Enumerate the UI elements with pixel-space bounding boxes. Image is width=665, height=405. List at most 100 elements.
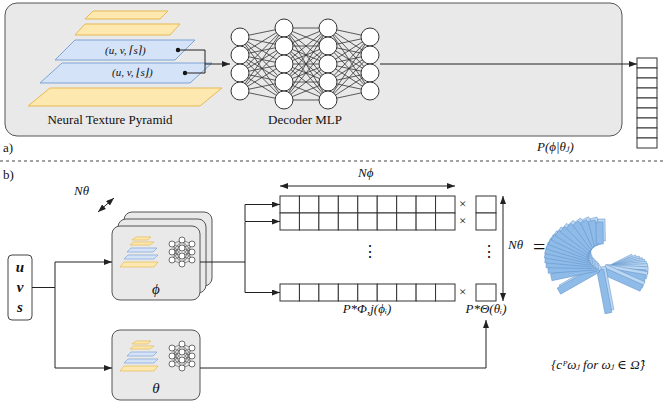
matrix-cell [377, 284, 396, 301]
multiply-sign: × [459, 214, 466, 229]
matrix-cell [280, 213, 299, 230]
texture-decoder-panel: Neural Texture PyramidDecoder MLP [5, 3, 622, 136]
matrix-cell [416, 213, 435, 230]
vector-cell [637, 98, 657, 108]
ellipsis: ⋮ [481, 243, 497, 261]
matrix-cell [397, 213, 416, 230]
matrix-cell [280, 196, 299, 213]
matrix-cell [319, 196, 338, 213]
theta-box [112, 330, 200, 400]
vector-cell [476, 196, 496, 213]
phi-box [112, 226, 200, 300]
bar-side [597, 269, 612, 314]
multiply-sign: × [459, 285, 466, 300]
mlp-neuron [275, 91, 293, 109]
mini-networks [120, 237, 195, 371]
mlp-weight [284, 46, 328, 100]
mlp-neuron [179, 253, 185, 259]
vector-cell [476, 284, 496, 301]
vector-cell [637, 88, 657, 98]
vector-cell [637, 118, 657, 128]
mlp-neuron [319, 91, 337, 109]
input-box: u v s [8, 255, 32, 320]
pyramid-level [75, 24, 180, 35]
sample-line [178, 50, 205, 73]
mlp-neuron [189, 241, 195, 247]
matrix-cell [377, 196, 396, 213]
mlp-weight [284, 46, 328, 100]
mlp-neuron [179, 341, 185, 347]
mlp-neuron [179, 245, 185, 251]
pyramid-level [130, 242, 154, 245]
ellipsis: ⋮ [362, 243, 378, 261]
count-arrow [280, 186, 455, 187]
matrix-cell [377, 213, 396, 230]
branch-line [245, 262, 280, 293]
vector-cell [637, 58, 657, 68]
pyramid-level [120, 262, 158, 267]
pyramid-level [127, 248, 157, 252]
mlp-neuron [231, 82, 249, 100]
matrix-cell [358, 213, 377, 230]
node-label: P(ϕ|θⱼ) [537, 140, 574, 155]
mlp-neuron [179, 365, 185, 371]
node-label: ϕ [152, 281, 160, 298]
bar-side [596, 222, 603, 244]
pyramid-level [130, 346, 154, 349]
count-label: Nθ [508, 238, 523, 253]
matrix-cells [280, 196, 496, 301]
mlp-neuron [231, 28, 249, 46]
matrix-cell [299, 284, 318, 301]
mlp-neuron [169, 249, 175, 255]
sample-arrow [205, 64, 230, 65]
pyramid-level [124, 359, 158, 363]
matrix-cell [338, 213, 357, 230]
theta-network-box: θ [112, 330, 200, 400]
matrix-cell [436, 213, 455, 230]
pyramid-level [55, 40, 195, 60]
coordinate-label: (u, v, ⌊s⌋) [112, 66, 153, 79]
mlp-neuron [275, 55, 293, 73]
equals-sign: = [533, 234, 545, 259]
mlp-neuron [361, 46, 379, 64]
pyramid-level [127, 352, 157, 356]
mlp-neuron [189, 353, 195, 359]
matrix-cell [436, 196, 455, 213]
mlp-neuron [179, 357, 185, 363]
node-label: P*Θ(θᵢ) [466, 302, 507, 317]
matrix-cell [280, 284, 299, 301]
panel-tag: a) [3, 141, 13, 156]
count-arrow [503, 196, 504, 301]
mlp-neuron [319, 19, 337, 37]
output-vector: P(ϕ|θⱼ) [637, 58, 657, 148]
mlp-weight [284, 28, 328, 82]
mlp-neuron [319, 73, 337, 91]
output-line [380, 64, 622, 65]
node-label: P*Φ,j(ϕᵢ) [343, 302, 392, 317]
mlp-neuron [319, 37, 337, 55]
node-label: {cᴾωⱼ for ωⱼ ∈ Ω̂} [551, 358, 645, 373]
bar-figure-node: {cᴾωⱼ for ωⱼ ∈ Ω̂} [535, 180, 662, 380]
mlp-neuron [169, 345, 175, 351]
connector-arrow [200, 320, 486, 368]
mlp-neuron [275, 73, 293, 91]
multiply-sign: × [459, 197, 466, 212]
mlp-neuron [169, 241, 175, 247]
mlp-neuron [319, 55, 337, 73]
pyramid-level [124, 255, 158, 259]
mlp-neuron [179, 261, 185, 267]
mlp-neuron [189, 249, 195, 255]
pyramid-level [132, 237, 151, 240]
pyramid-level [28, 88, 222, 106]
phi-network-box: ϕ [112, 226, 200, 300]
matrix-cell [397, 284, 416, 301]
node-sublabel: Decoder MLP [268, 113, 342, 128]
vector-cell [637, 138, 657, 148]
mlp-neuron [231, 46, 249, 64]
matrix-cell [416, 284, 435, 301]
count-label: Nϕ [358, 166, 373, 181]
mlp-weight [284, 28, 328, 82]
connector-arrow [622, 64, 637, 65]
